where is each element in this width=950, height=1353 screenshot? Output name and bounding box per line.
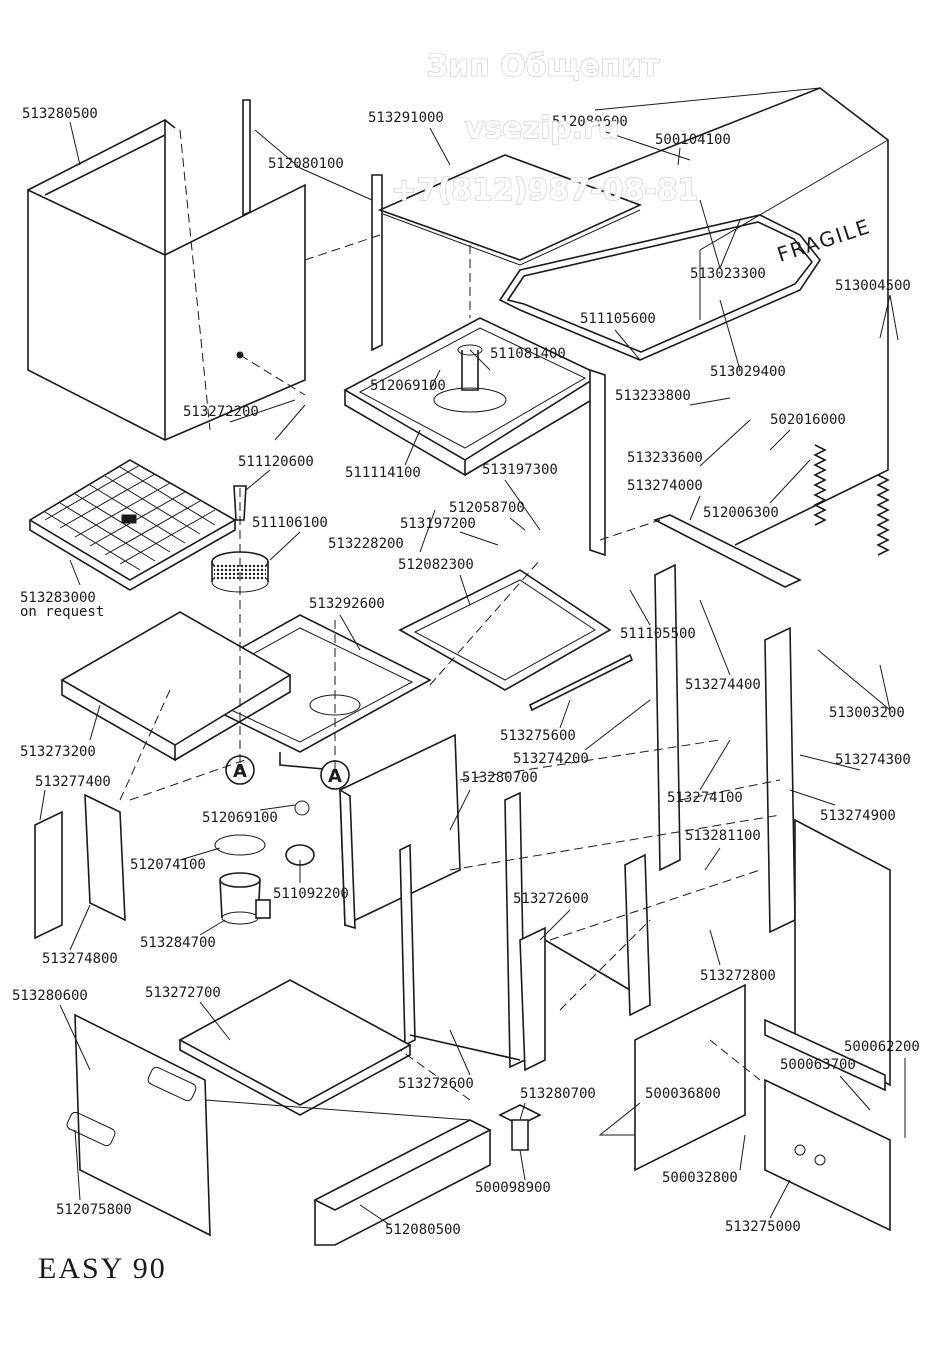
base-512080500 bbox=[204, 1099, 492, 1246]
part-label: 500062200 bbox=[844, 1039, 920, 1055]
watermark: Зип Общепит vsezip.ru +7(812)987-08-81 bbox=[391, 48, 699, 208]
part-label: 512082300 bbox=[398, 557, 474, 573]
panel-513275000 bbox=[764, 1078, 891, 1232]
part-note: on request bbox=[20, 604, 104, 620]
part-label: 513272600 bbox=[513, 891, 589, 907]
callout-a-2: A bbox=[320, 760, 350, 790]
part-label: 513280700 bbox=[520, 1086, 596, 1102]
part-label: 513029400 bbox=[710, 364, 786, 380]
top-cover-513291000 bbox=[377, 154, 643, 266]
part-label: 513274900 bbox=[820, 808, 896, 824]
part-label: 513272700 bbox=[145, 985, 221, 1001]
part-label: 511081400 bbox=[490, 346, 566, 362]
strip-513275600 bbox=[528, 653, 634, 712]
part-label: 513284700 bbox=[140, 935, 216, 951]
spring-512006300-b bbox=[876, 474, 890, 556]
watermark-line3: +7(812)987-08-81 bbox=[391, 173, 698, 208]
part-label: 502016000 bbox=[770, 412, 846, 428]
part-label: 512069100 bbox=[370, 378, 446, 394]
part-label: 512069100 bbox=[202, 810, 278, 826]
part-label: 513228200 bbox=[328, 536, 404, 552]
watermark-line2: vsezip.ru bbox=[465, 111, 620, 146]
part-label: 513004500 bbox=[835, 278, 911, 294]
part-label: 512075800 bbox=[56, 1202, 132, 1218]
part-label: 513274200 bbox=[513, 751, 589, 767]
part-label: 511092200 bbox=[273, 886, 349, 902]
side-panel-513280500 bbox=[27, 119, 306, 441]
rack-513283000 bbox=[28, 459, 237, 591]
part-label: 513003200 bbox=[829, 705, 905, 721]
plate-513272700 bbox=[178, 979, 412, 1116]
front-panel-513280600 bbox=[66, 1013, 211, 1237]
svg-text:A: A bbox=[328, 766, 342, 787]
rail-512080100 bbox=[242, 99, 383, 352]
part-labels: 513280500 512080100 513291000 512080600 … bbox=[12, 106, 920, 1238]
part-label: 512006300 bbox=[703, 505, 779, 521]
part-label: 513274000 bbox=[627, 478, 703, 494]
cover-513274800 bbox=[34, 793, 126, 940]
part-label: 513272800 bbox=[700, 968, 776, 984]
shipping-box: FRAGILE bbox=[509, 87, 889, 546]
part-label: 511105600 bbox=[580, 311, 656, 327]
part-label: 512080500 bbox=[385, 1222, 461, 1238]
handle-511105600 bbox=[498, 214, 821, 361]
tank-511114100 bbox=[343, 317, 602, 477]
part-label: 513023300 bbox=[690, 266, 766, 282]
callout-a-1: A bbox=[225, 755, 255, 785]
part-label: 500032800 bbox=[662, 1170, 738, 1186]
part-label: 513275600 bbox=[500, 728, 576, 744]
part-label: 513277400 bbox=[35, 774, 111, 790]
part-label: 513274100 bbox=[667, 790, 743, 806]
svg-text:A: A bbox=[233, 761, 247, 782]
leader-lines bbox=[39, 121, 906, 1226]
part-label: 513272600 bbox=[398, 1076, 474, 1092]
model-title: EASY 90 bbox=[38, 1252, 167, 1285]
watermark-line1: Зип Общепит bbox=[427, 49, 660, 84]
part-label: 513274800 bbox=[42, 951, 118, 967]
part-label: 513272200 bbox=[183, 404, 259, 420]
part-label: 513197200 bbox=[400, 516, 476, 532]
part-label: 511114100 bbox=[345, 465, 421, 481]
frame-512082300 bbox=[398, 569, 612, 691]
part-label: 500063700 bbox=[780, 1057, 856, 1073]
part-label: 513274400 bbox=[685, 677, 761, 693]
part-label: 513233600 bbox=[627, 450, 703, 466]
bar-513274000 bbox=[652, 514, 802, 588]
part-label: 500098900 bbox=[475, 1180, 551, 1196]
part-label: 512080100 bbox=[268, 156, 344, 172]
part-label: 513274300 bbox=[835, 752, 911, 768]
part-label: 500104100 bbox=[655, 132, 731, 148]
chamber-513292600 bbox=[168, 614, 432, 771]
tray-513273200 bbox=[60, 611, 292, 762]
pump-513284700 bbox=[214, 800, 315, 925]
part-label: 511105500 bbox=[620, 626, 696, 642]
part-label: 512080600 bbox=[552, 114, 628, 130]
profile-513197300 bbox=[589, 368, 606, 557]
part-label: 513280700 bbox=[462, 770, 538, 786]
part-label: 512074100 bbox=[130, 857, 206, 873]
panel-513280700-lower bbox=[634, 983, 746, 1172]
panel-513274900 bbox=[764, 818, 891, 1092]
part-label: 513281100 bbox=[685, 828, 761, 844]
panel-513280700 bbox=[339, 733, 461, 930]
part-label: 512058700 bbox=[449, 500, 525, 516]
part-label: 513292600 bbox=[309, 596, 385, 612]
frame-513272600 bbox=[399, 791, 631, 1072]
part-label: 513273200 bbox=[20, 744, 96, 760]
assembly-lines bbox=[119, 129, 781, 1101]
part-label: 513280600 bbox=[12, 988, 88, 1004]
part-label: 513280500 bbox=[22, 106, 98, 122]
part-label: 513283000 bbox=[20, 590, 96, 606]
part-label: 511106100 bbox=[252, 515, 328, 531]
part-label: 513233800 bbox=[615, 388, 691, 404]
part-label: 500036800 bbox=[645, 1086, 721, 1102]
foot-500098900 bbox=[498, 1104, 542, 1151]
part-label: 513291000 bbox=[368, 110, 444, 126]
fragile-label: FRAGILE bbox=[774, 214, 874, 267]
spring-512006300-a bbox=[813, 444, 827, 526]
part-label: 513275000 bbox=[725, 1219, 801, 1235]
part-label: 511120600 bbox=[238, 454, 314, 470]
part-label: 513197300 bbox=[482, 462, 558, 478]
